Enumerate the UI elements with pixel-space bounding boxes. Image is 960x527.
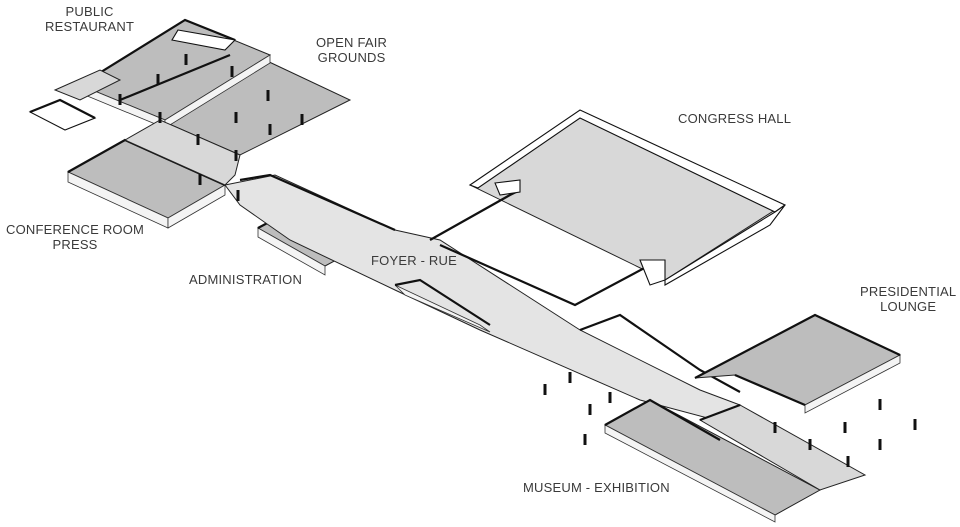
column: [773, 422, 777, 433]
museum-exhibition-block: [603, 398, 867, 523]
congress-hall-block: [429, 109, 787, 307]
column: [234, 150, 238, 161]
column: [234, 112, 238, 123]
column: [266, 90, 270, 101]
column: [913, 419, 917, 430]
label-public-restaurant: PUBLIC RESTAURANT: [45, 4, 135, 34]
column: [196, 134, 200, 145]
column: [568, 372, 572, 383]
column: [300, 114, 304, 125]
column: [878, 439, 882, 450]
column: [184, 54, 188, 65]
column: [608, 392, 612, 403]
column: [808, 439, 812, 450]
label-administration: ADMINISTRATION: [189, 272, 303, 287]
column: [198, 174, 202, 185]
column: [878, 399, 882, 410]
label-open-fair-grounds: OPEN FAIR GROUNDS: [316, 35, 388, 65]
column: [843, 422, 847, 433]
column: [156, 74, 160, 85]
column: [588, 404, 592, 415]
column: [583, 434, 587, 445]
column: [268, 124, 272, 135]
column: [118, 94, 122, 105]
label-congress-hall: CONGRESS HALL: [678, 111, 792, 126]
column: [230, 66, 234, 77]
label-museum-exhibition: MUSEUM - EXHIBITION: [523, 480, 670, 495]
north-corridor: [123, 119, 241, 186]
label-presidential-lounge: PRESIDENTIAL LOUNGE: [860, 284, 957, 314]
column: [236, 190, 240, 201]
presidential-lounge-block: [694, 313, 902, 414]
column: [543, 384, 547, 395]
column: [846, 456, 850, 467]
conference-room-press-block: [66, 138, 227, 229]
column: [158, 112, 162, 123]
label-foyer-rue: FOYER - RUE: [371, 253, 457, 268]
columns: [118, 54, 917, 467]
public-restaurant-block: [28, 18, 272, 131]
label-conference-room-press: CONFERENCE ROOM PRESS: [6, 222, 145, 252]
